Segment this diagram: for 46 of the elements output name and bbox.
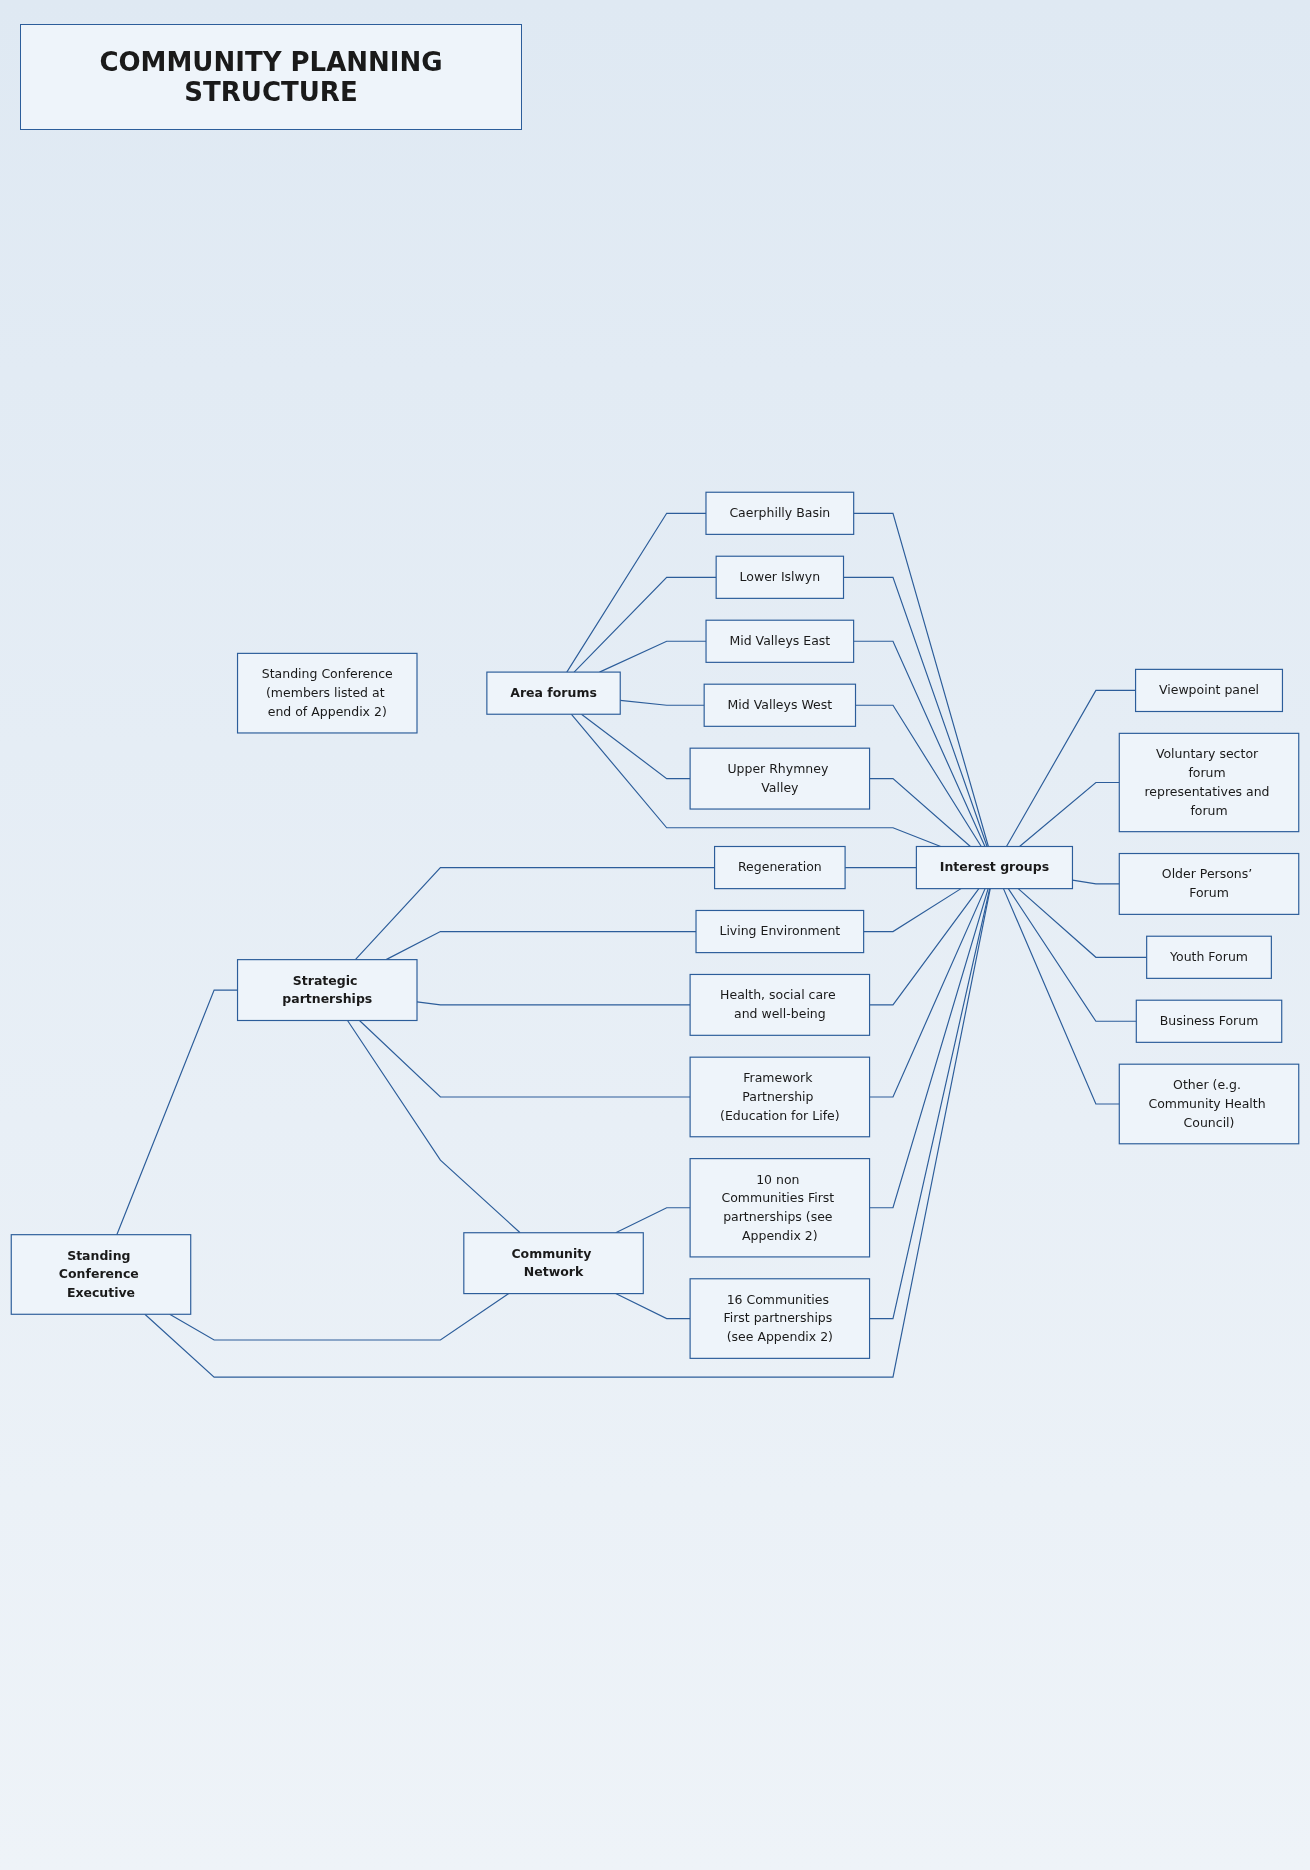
connector <box>869 888 989 1209</box>
connector <box>869 888 991 1320</box>
node-box: Upper Rhymney Valley <box>689 747 871 810</box>
node-box: Other (e.g. Community Health Council) <box>1118 1063 1300 1145</box>
connector <box>566 513 707 673</box>
node-box: Mid Valleys East <box>705 619 855 664</box>
node-box: Youth Forum <box>1146 935 1272 980</box>
node-box: 16 Communities First partnerships (see Appendix 2) <box>689 1278 871 1360</box>
node-box: Caerphilly Basin <box>705 492 855 536</box>
connector <box>1018 782 1120 848</box>
connector <box>1007 888 1137 1023</box>
node-box: Health, social care and well-being <box>689 974 871 1037</box>
connector <box>358 1020 691 1098</box>
connector <box>869 888 980 1006</box>
node-box: Living Environment <box>695 910 865 954</box>
connector <box>573 577 717 673</box>
node-box: Lower Islwyn <box>715 555 845 600</box>
node-box: Framework Partnership (Education for Life) <box>689 1056 871 1138</box>
node-box: Standing Conference Executive <box>10 1234 192 1316</box>
connector <box>853 641 986 848</box>
connector <box>144 888 991 1378</box>
node-box: Community Network <box>463 1232 644 1295</box>
node-box: Voluntary sector forum representatives and forum <box>1118 733 1300 833</box>
connector <box>580 713 691 780</box>
connector <box>346 1020 521 1234</box>
connector <box>385 931 697 961</box>
node-box: Area forums <box>486 671 621 716</box>
connector <box>1002 888 1120 1105</box>
connector <box>615 1293 691 1320</box>
node-box: Mid Valleys West <box>703 683 857 728</box>
connector <box>869 778 971 848</box>
connector <box>869 888 986 1098</box>
connector <box>169 1293 510 1341</box>
title: COMMUNITY PLANNING STRUCTURE <box>20 24 522 130</box>
connector <box>863 888 962 933</box>
node-box: Strategic partnerships <box>236 959 418 1022</box>
connector <box>615 1207 691 1234</box>
connector <box>598 641 707 673</box>
connector <box>853 513 989 848</box>
node-box: Interest groups <box>915 846 1074 890</box>
node-box: Older Persons’ Forum <box>1118 853 1300 916</box>
node-box: Business Forum <box>1135 999 1283 1044</box>
node-box: 10 non Communities First partnerships (see Appendix 2) <box>689 1158 871 1258</box>
node-box: Regeneration <box>714 846 846 890</box>
node-box: Standing Conference (members listed at end of Appendix 2) <box>236 653 418 734</box>
node-box: Viewpoint panel <box>1135 669 1284 713</box>
